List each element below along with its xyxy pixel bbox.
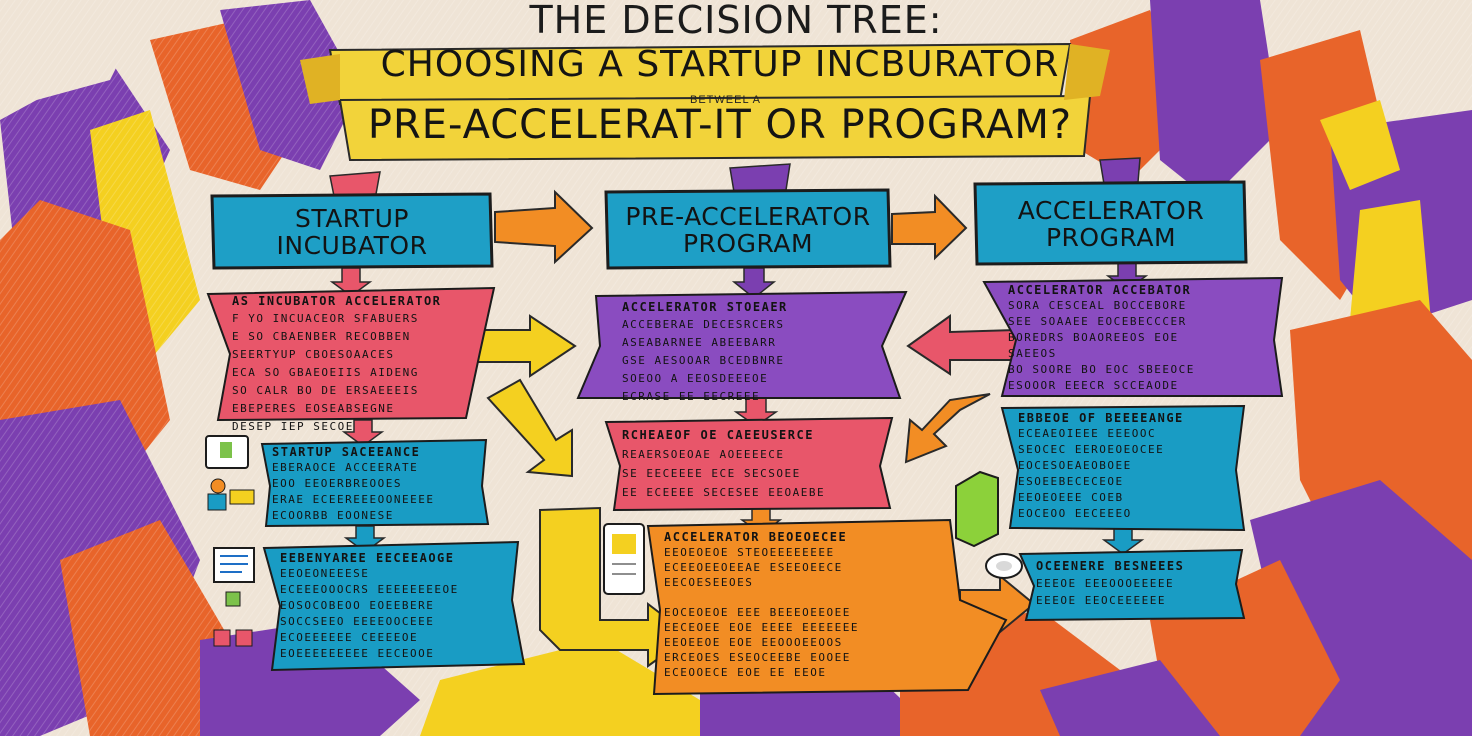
note-line: ACCEBERAE DECESRCERS [622,316,878,334]
note-heading: ACCELERATOR BEOEOECEE [664,530,950,545]
header-accelerator-program: ACCELERATOR PROGRAM [977,186,1245,262]
note-line: SORA CESCEAL BOCCEBORE [1008,298,1262,314]
note-line: EEOEONEEESE [280,566,508,582]
note-line: E SO CBAENBER RECOBBEN [232,328,476,346]
note-line: EOCEOO EECEEEO [1018,506,1234,522]
note-heading: ACCELERATOR ACCEBATOR [1008,282,1262,298]
note-line: SO CALR BO DE ERSAEEEIS [232,382,476,400]
note-line: ECOEEEEEE CEEEEOE [280,630,508,646]
note-line: EECOESEEOES [664,575,950,590]
note-line: ECOORBB EOONESE [272,508,478,524]
note-line: ESOEEBECECEOE [1018,474,1234,490]
note-heading: EEBENYAREE EECEEAOGE [280,550,508,566]
note-line: BOREDRS BOAOREEOS EOE [1008,330,1262,346]
note-heading: AS INCUBATOR ACCELERATOR [232,292,476,310]
note-line: EECEOEE EOE EEEE EEEEEEE [664,620,950,635]
note-line: REAERSOEOAE AOEEEECE [622,445,878,464]
note-line: EBEPERES EOSEABSEGNE [232,400,476,418]
note-line: SEOCEC EEROEOEOCEE [1018,442,1234,458]
note-line: ESOOOR EEECR SCCEAODE [1008,378,1262,394]
note-line: EBERAOCE ACCEERATE [272,460,478,476]
header-startup-incubator: STARTUP INCUBATOR [214,198,490,266]
banner-line-2: PRE-ACCELERAT-IT OR PROGRAM? [360,102,1080,148]
note-line: ERCEOES ESEOCEEBE EOOEE [664,650,950,665]
note-heading: RCHEAEOF OE CAEEUSERCE [622,426,878,445]
note-line: SEE SOAAEE EOCEBECCCER [1008,314,1262,330]
note-line: SE EECEEEE ECE SECSOEE [622,464,878,483]
header-pre-accelerator-program: PRE-ACCELERATOR PROGRAM [608,194,888,266]
note-line: EE ECEEEE SECESEE EEOAEBE [622,483,878,502]
note-line: EOSOCOBEOO EOEEBERE [280,598,508,614]
note-line: EEEOE EEOCEEEEEE [1036,592,1234,609]
note-heading: EBBEOE OF BEEEEANGE [1018,410,1234,426]
header-label: PRE-ACCELERATOR PROGRAM [623,203,873,257]
note-line: EEOEOEOE STEOEEEEEEEE [664,545,950,560]
note-line: EOCEOEOE EEE BEEEOEEOEE [664,605,950,620]
note-line: EEEOE EEEOOOEEEEE [1036,575,1234,592]
banner-line-1: CHOOSING A STARTUP INCBURATOR [340,44,1100,85]
note-line: SEERTYUP CBOESOAACES [232,346,476,364]
note-line: ECRASE EE EECREEE [622,388,878,406]
note-line: DESEP IEP SECOE [232,418,476,436]
note-line: SOEOO A EEOSDEEEOE [622,370,878,388]
note-heading: OCEENERE BESNEEES [1036,558,1234,575]
note-line: EEOEEOE EOE EEOOOEEOOS [664,635,950,650]
note-line: SOCCSEEO EEEEOOCEEE [280,614,508,630]
note-line: ERAE ECEEREEEOONEEEE [272,492,478,508]
note-line: SAEEOS [1008,346,1262,362]
note-line: EOEEEEEEEEE EECEOOE [280,646,508,662]
note-line: ECA SO GBAEOEIIS AIDENG [232,364,476,382]
note-line: ECEOOECE EOE EE EEOE [664,665,950,680]
note-line [664,590,950,605]
note-line: ECEEEOOOCRS EEEEEEEEOE [280,582,508,598]
note-line: EOCESOEAEOBOEE [1018,458,1234,474]
note-heading: STARTUP SACEEANCE [272,444,478,460]
diagram-title: THE DECISION TREE: [0,0,1472,42]
note-line: GSE AESOOAR BCEDBNRE [622,352,878,370]
note-line: EOO EEOERBREOOES [272,476,478,492]
header-label: ACCELERATOR PROGRAM [1001,197,1221,251]
note-heading: ACCELERATOR STOEAER [622,298,878,316]
note-line: ASEABARNEE ABEEBARR [622,334,878,352]
note-line: ECEAEOIEEE EEEOOC [1018,426,1234,442]
header-label: STARTUP INCUBATOR [257,205,447,259]
note-line: F YO INCUACEOR SFABUERS [232,310,476,328]
note-line: BO SOORE BO EOC SBEEOCE [1008,362,1262,378]
note-line: ECEEOEEOEEAE ESEEOEECE [664,560,950,575]
note-line: EEOEOEEE COEB [1018,490,1234,506]
